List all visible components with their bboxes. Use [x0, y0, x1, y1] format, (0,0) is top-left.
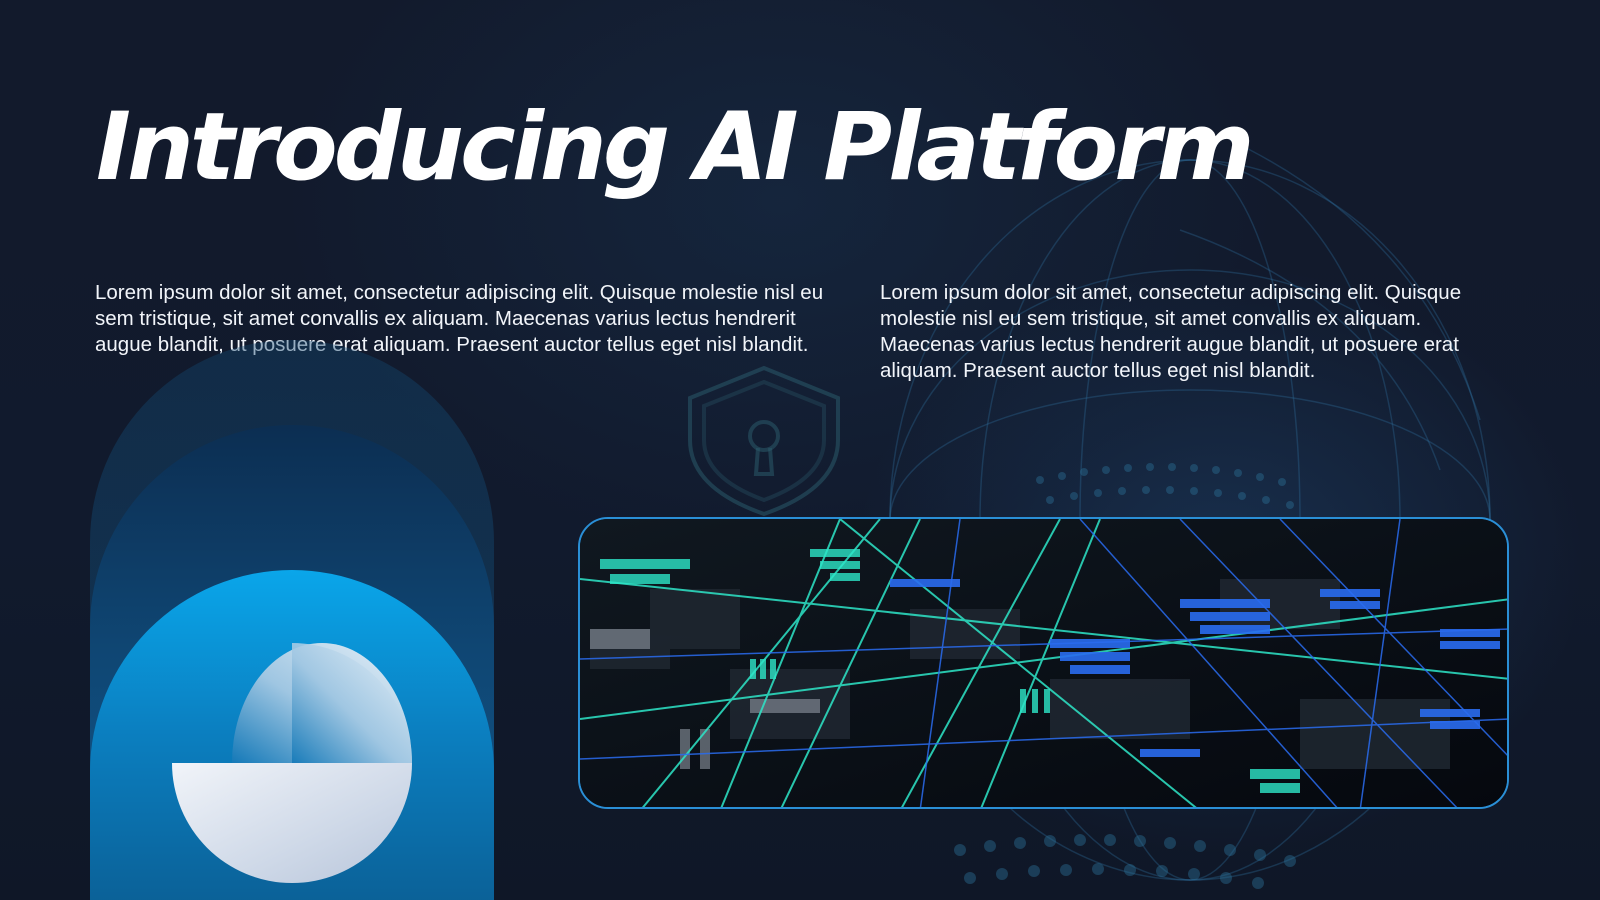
body-text-right: Lorem ipsum dolor sit amet, consectetur …: [880, 281, 1462, 382]
split-sphere-graphic: [172, 643, 412, 883]
shield-lock-icon: [688, 365, 840, 517]
body-text-left: Lorem ipsum dolor sit amet, consectetur …: [95, 281, 824, 356]
circuit-board-image: [578, 517, 1509, 809]
globe-dots: [954, 463, 1296, 889]
circuit-graphic: [580, 519, 1507, 807]
slide-title: Introducing AI Platform: [96, 93, 1255, 202]
